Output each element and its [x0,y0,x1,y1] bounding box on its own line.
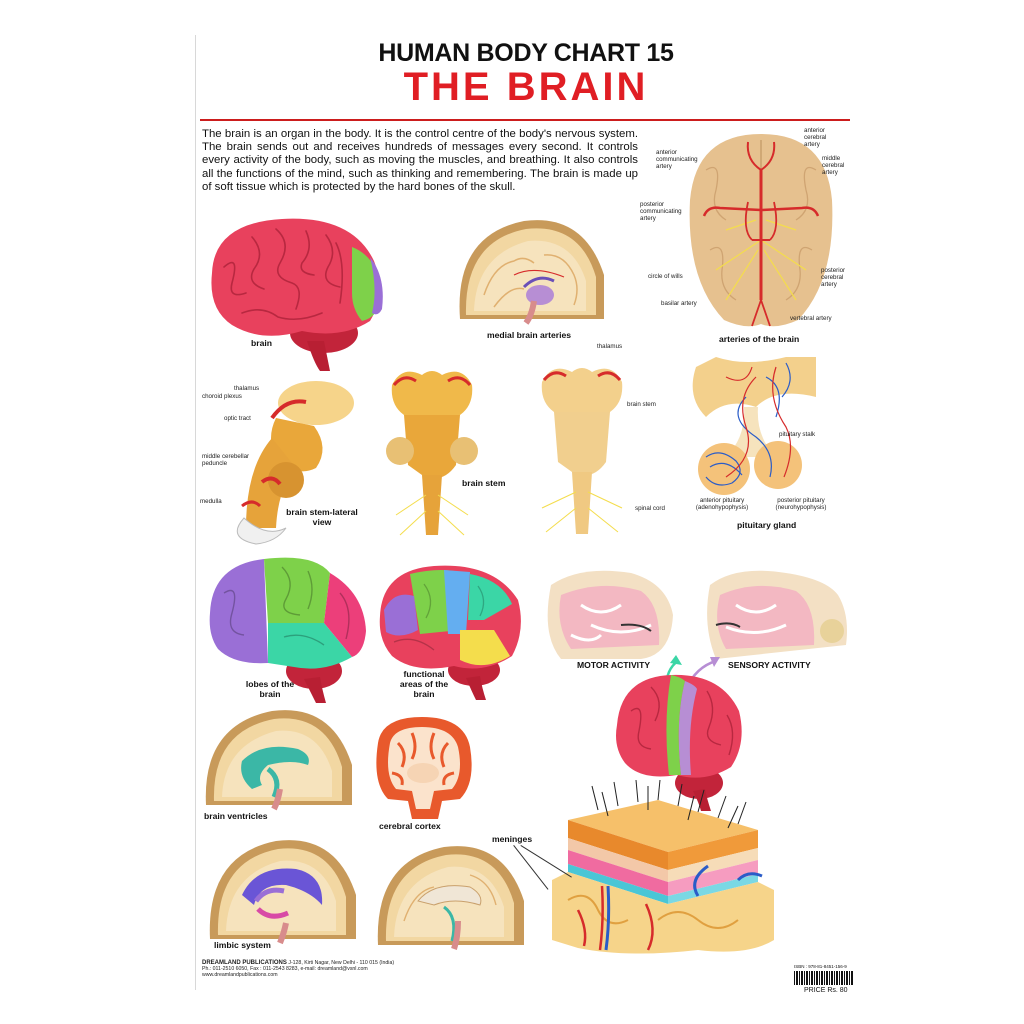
label-brain-stem-lateral-view: brain stem-lateral view [286,507,358,527]
label-medial-brain-arteries: medial brain arteries [487,330,572,340]
title-divider [200,119,850,121]
brain-stem-lateral-illustration [236,381,354,545]
brain-ventricles-illustration [205,710,352,811]
label-brain-stem: brain stem [462,478,506,488]
label-cerebral-cortex: cerebral cortex [379,821,441,831]
label-middle-cerebral-artery: middle cerebral artery [822,155,845,176]
label-pituitary-gland: pituitary gland [737,520,797,530]
label-posterior-communicating-artery: posterior communicating artery [640,201,682,222]
label-brain-ventricles: brain ventricles [204,811,268,821]
motor-activity-illustration [547,570,673,659]
label-posterior-cerebral-artery: posterior cerebral artery [821,267,846,288]
limbic-system-illustration [209,840,356,945]
meninges-illustration [552,779,774,954]
label-vertebral-artery: vertebral artery [790,315,832,322]
label-spinal-cord: spinal cord [635,505,665,512]
functional-areas-illustration [379,565,521,700]
brain-sagittal-illustration [377,846,524,950]
isbn: ISBN : 978-81-8451-156-9 [794,964,847,969]
label-lobes-of-the-brain: lobes of the brain [245,679,295,699]
label-optic-tract: optic tract [224,415,251,422]
label-thalamus-rear: thalamus [597,343,623,350]
publisher-info: DREAMLAND PUBLICATIONS J-128, Kirti Naga… [202,960,542,978]
label-anterior-pituitary: anterior pituitary (adenohypophysis) [695,497,749,511]
label-arteries-of-the-brain: arteries of the brain [719,334,800,344]
sensory-activity-illustration [707,570,847,659]
label-meninges: meninges [492,834,533,844]
price: PRICE Rs. 80 [804,987,848,994]
label-choroid-plexus: choroid plexus [202,393,242,400]
label-anterior-cerebral-artery: anterior cerebral artery [804,127,827,148]
medial-arteries-illustration [459,220,604,325]
pituitary-gland-illustration [692,357,816,495]
publisher-website: www.dreamlandpublications.com [202,972,278,978]
label-motor-activity: MOTOR ACTIVITY [577,660,651,670]
publisher-phone: Ph.: 011-2510 6050, Fax : 011-2543 8283,… [202,966,368,972]
label-posterior-pituitary: posterior pituitary (neurohypophysis) [775,497,827,511]
label-limbic-system: limbic system [214,940,271,950]
label-basilar-artery: basilar artery [661,300,697,307]
label-sensory-activity: SENSORY ACTIVITY [728,660,811,670]
label-thalamus-lateral: thalamus [234,385,260,392]
intro-paragraph: The brain is an organ in the body. It is… [202,128,638,193]
poster: HUMAN BODY CHART 15 THE BRAIN The brain … [195,35,856,994]
label-brain: brain [251,338,273,348]
label-middle-cerebellar-peduncle: middle cerebellar peduncle [202,453,250,467]
motor-strip-brain-illustration [616,674,742,811]
label-pituitary-stalk: pituitary stalk [779,431,816,438]
brain-stem-rear-illustration [541,368,623,534]
label-anterior-communicating-artery: anterior communicating artery [656,149,698,170]
publisher-address: J-128, Kirti Nagar, New Delhi - 110 015 … [288,960,395,966]
publisher-name: DREAMLAND PUBLICATIONS [202,960,287,966]
barcode [794,971,854,985]
brain-illustration [211,218,383,371]
brain-stem-illustration [386,371,478,536]
chart-number: HUMAN BODY CHART 15 [378,39,674,67]
page-title: THE BRAIN [403,65,649,109]
label-brain-stem-rear: brain stem [627,401,656,408]
label-medulla: medulla [200,498,222,505]
brain-arteries-illustration [689,134,833,327]
label-functional-areas: functional areas of the brain [399,669,449,699]
lobes-illustration [209,557,366,703]
label-circle-of-willis: circle of wills [648,273,683,280]
cerebral-cortex-illustration [376,717,472,819]
